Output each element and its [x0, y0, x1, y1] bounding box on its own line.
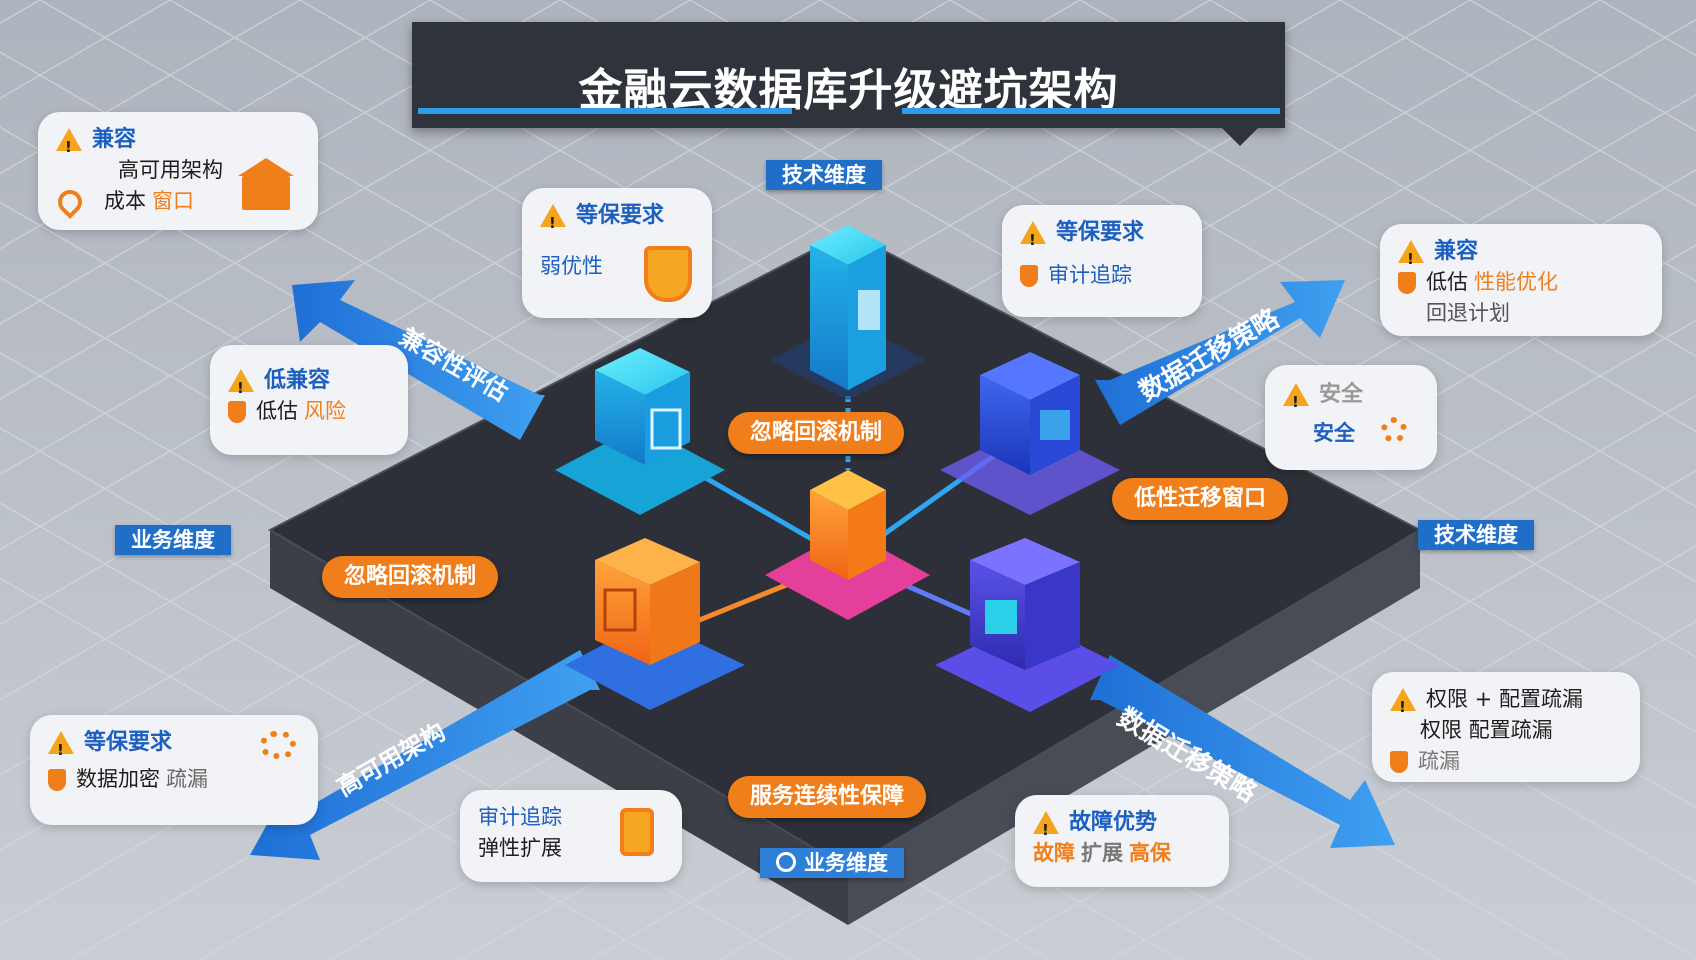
card-text-muted: 扩展 [1081, 838, 1123, 869]
warning-icon [1033, 811, 1059, 834]
card-text: 高保 [1129, 838, 1171, 869]
card-bottom-left: 等保要求 数据加密疏漏 [30, 715, 318, 825]
tag-tech-dimension-top: 技术维度 [766, 160, 882, 190]
tag-tech-dimension-right: 技术维度 [1418, 520, 1534, 550]
tag-business-dimension-bottom: 业务维度 [760, 848, 904, 878]
gear-icon [1381, 417, 1407, 443]
pill-ignore-rollback-left: 忽略回滚机制 [322, 556, 498, 598]
card-head: 等保要求 [84, 727, 172, 758]
warning-icon [1390, 688, 1416, 711]
card-compliance-b: 等保要求 审计追踪 [1002, 205, 1202, 317]
card-head: 故障优势 [1069, 807, 1157, 838]
card-head: 等保要求 [576, 200, 664, 231]
title-banner: 金融云数据库升级避坑架构 [412, 22, 1285, 128]
card-head-row: 等保要求 [1020, 217, 1184, 248]
card-head: 兼容 [92, 124, 136, 155]
card-head: 兼容 [1434, 236, 1478, 267]
card-head-row: 等保要求 [540, 200, 694, 231]
shield-icon [620, 808, 654, 856]
card-row: 低估风险 [228, 396, 390, 427]
tag-label: 业务维度 [804, 851, 888, 875]
warning-icon [228, 369, 254, 392]
card-mid-right: 安全 安全 [1265, 365, 1437, 470]
card-text: 权限 + 配置疏漏 [1426, 684, 1583, 715]
location-pin-icon [53, 185, 87, 219]
card-head-row: 兼容 [56, 124, 300, 155]
card-text-accent: 风险 [304, 396, 346, 427]
title-notch [1222, 128, 1258, 146]
pill-service-continuity: 服务连续性保障 [728, 776, 926, 818]
card-text-accent: 窗口 [152, 186, 194, 217]
card-text: 故障 [1033, 838, 1075, 869]
shield-icon [48, 769, 66, 791]
card-row: 审计追踪 [1020, 260, 1184, 291]
card-head: 低兼容 [264, 365, 330, 396]
card-row: 权限 配置疏漏 [1390, 715, 1622, 746]
card-head-row: 权限 + 配置疏漏 [1390, 684, 1622, 715]
warning-icon [48, 731, 74, 754]
pill-low-perf-window: 低性迁移窗口 [1112, 478, 1288, 520]
title-accent-bar [902, 108, 1280, 114]
card-head-row: 兼容 [1398, 236, 1644, 267]
card-text: 成本 [104, 186, 146, 217]
shield-icon [644, 246, 692, 302]
warning-icon [1283, 383, 1309, 406]
card-row: 低估性能优化 [1398, 267, 1644, 298]
gear-icon [260, 731, 296, 759]
card-compliance-a: 等保要求 弱优性 [522, 188, 712, 318]
card-row: 故障扩展高保 [1033, 838, 1211, 869]
card-text-muted: 疏漏 [1418, 746, 1460, 777]
warning-icon [540, 204, 566, 227]
card-bottom-center: 故障优势 故障扩展高保 [1015, 795, 1229, 887]
card-row: 回退计划 [1398, 298, 1644, 329]
warning-icon [1020, 221, 1046, 244]
tag-business-dimension-left: 业务维度 [115, 525, 231, 555]
pill-ignore-rollback-top: 忽略回滚机制 [728, 412, 904, 454]
card-row: 疏漏 [1390, 746, 1622, 777]
card-head-row: 低兼容 [228, 365, 390, 396]
card-text-muted: 疏漏 [166, 764, 208, 795]
card-text: 数据加密 [76, 764, 160, 795]
warning-icon [56, 128, 82, 151]
shield-icon [1020, 265, 1038, 287]
shield-icon [1390, 751, 1408, 773]
card-row: 数据加密疏漏 [48, 764, 300, 795]
search-icon [776, 852, 796, 872]
card-text: 审计追踪 [1048, 260, 1132, 291]
card-head-row: 故障优势 [1033, 807, 1211, 838]
card-text: 低估 [256, 396, 298, 427]
card-head-row: 安全 [1283, 379, 1419, 410]
card-bottom-mid: 审计追踪 弹性扩展 [460, 790, 682, 882]
warning-icon [1398, 240, 1424, 263]
card-head: 安全 [1319, 379, 1363, 410]
card-bottom-right: 权限 + 配置疏漏 权限 配置疏漏 疏漏 [1372, 672, 1640, 782]
card-text-accent: 性能优化 [1474, 267, 1558, 298]
title-accent-bar [418, 108, 792, 114]
building-icon [242, 176, 290, 210]
card-head: 等保要求 [1056, 217, 1144, 248]
card-text: 低估 [1426, 267, 1468, 298]
